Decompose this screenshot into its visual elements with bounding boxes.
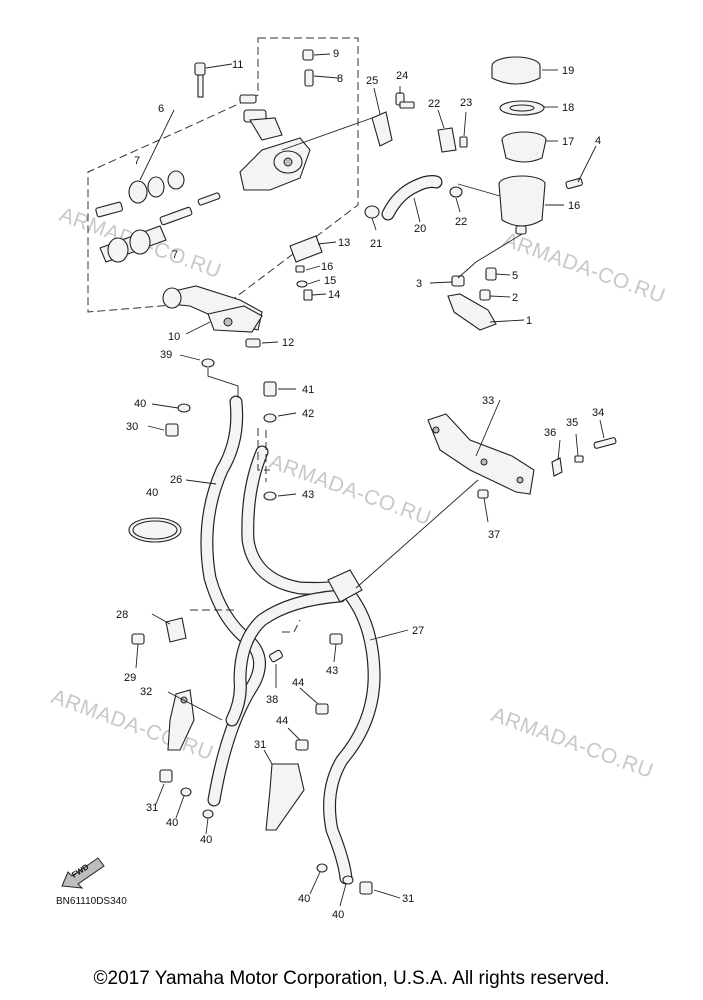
callout-27: 26	[170, 474, 182, 486]
callout-31: 31	[402, 893, 414, 905]
bolt-25	[395, 92, 415, 109]
callout-4: 4	[595, 135, 601, 147]
callout-22: 21	[370, 238, 382, 250]
callout-30: 29	[124, 672, 136, 684]
callout-9: 9	[333, 48, 339, 60]
watermark: ARMADA-CO.RU	[500, 228, 668, 308]
callout-40: 40	[166, 817, 178, 829]
callout-15: 15	[324, 275, 336, 287]
assembly-boundary-dashed	[87, 37, 359, 313]
callout-40: 39	[160, 349, 172, 361]
reservoir-hose-21	[364, 175, 463, 221]
callout-5: 5	[512, 270, 518, 282]
callout-40: 40	[134, 398, 146, 410]
bracket-32	[265, 763, 305, 831]
washer-40	[177, 403, 191, 413]
callout-43: 43	[302, 489, 314, 501]
callout-37: 36	[544, 427, 556, 439]
callout-22: 22	[455, 216, 467, 228]
clamps-44	[295, 633, 343, 751]
leader-lines	[135, 53, 605, 907]
bolt-39	[268, 649, 284, 663]
callout-26: 25	[366, 75, 378, 87]
callout-18: 17	[562, 136, 574, 148]
callout-44: 44	[276, 715, 288, 727]
callout-32: 31	[254, 739, 266, 751]
union-bolt-42-washers-43	[263, 381, 277, 501]
callout-31: 31	[146, 802, 158, 814]
callout-14: 14	[328, 289, 340, 301]
bolt-11	[194, 62, 206, 98]
watermark: ARMADA-CO.RU	[266, 450, 434, 530]
callout-39: 38	[266, 694, 278, 706]
washer-40	[201, 358, 215, 368]
reservoir-assembly	[491, 56, 547, 235]
master-cylinder-body	[239, 94, 311, 191]
clamp-29-bolt-30	[131, 617, 187, 645]
callout-44: 43	[326, 665, 338, 677]
callout-41: 40	[146, 487, 158, 499]
fitting-8-9	[302, 49, 314, 87]
callout-8: 8	[337, 73, 343, 85]
screw-4	[565, 177, 583, 190]
callout-20: 19	[562, 65, 574, 77]
callout-11: 11	[232, 59, 243, 71]
clip-38	[477, 489, 489, 499]
switch-13-16	[289, 235, 323, 301]
bracket-34	[427, 413, 535, 495]
callout-6: 6	[158, 103, 164, 115]
brake-lever-10	[162, 285, 263, 333]
callout-34: 33	[482, 395, 494, 407]
callout-21: 20	[414, 223, 426, 235]
callout-44: 44	[292, 677, 304, 689]
fwd-arrow-icon: FWD	[61, 857, 105, 889]
band-41-inner	[132, 520, 178, 540]
callout-36: 35	[566, 417, 578, 429]
callout-numbers: 19 18 17 16 4 1 2 3 5 6 7 7 8 9 10 11 12…	[116, 48, 604, 921]
drawing-code: BN61110DS340	[56, 896, 127, 907]
reservoir-bracket	[447, 267, 497, 331]
callout-3: 3	[416, 278, 422, 290]
callout-16: 16	[321, 261, 333, 273]
callout-40: 40	[332, 909, 344, 921]
callout-2: 2	[512, 292, 518, 304]
callout-38: 37	[488, 529, 500, 541]
screw-12	[245, 338, 261, 348]
bolt-35-36-37	[551, 437, 617, 477]
piston-kit	[95, 170, 221, 263]
callout-33: 32	[140, 686, 152, 698]
callout-19: 18	[562, 102, 574, 114]
callout-40: 40	[200, 834, 212, 846]
callout-28: 27	[412, 625, 424, 637]
hose-joint	[327, 569, 363, 603]
callout-17: 16	[568, 200, 580, 212]
copyright-notice: ©2017 Yamaha Motor Corporation, U.S.A. A…	[93, 968, 610, 989]
callout-13: 13	[338, 237, 350, 249]
callout-25: 24	[396, 70, 408, 82]
brake-hose-28	[225, 583, 381, 885]
callout-35: 34	[592, 407, 604, 419]
callout-29: 28	[116, 609, 128, 621]
callout-43: 42	[302, 408, 314, 420]
callout-42: 41	[302, 384, 314, 396]
callout-1: 1	[526, 315, 532, 327]
bottom-fittings	[316, 863, 373, 895]
callout-40: 40	[298, 893, 310, 905]
callout-7: 7	[134, 155, 140, 167]
bracket-26	[371, 111, 393, 147]
callout-24: 23	[460, 97, 472, 109]
bracket-33	[159, 689, 214, 819]
union-bolt-31	[165, 423, 179, 437]
callout-12: 12	[282, 337, 294, 349]
callout-10: 10	[168, 331, 180, 343]
clip-23-24	[437, 127, 468, 153]
callout-31: 30	[126, 421, 138, 433]
watermark: ARMADA-CO.RU	[488, 703, 656, 783]
callout-23: 22	[428, 98, 440, 110]
callout-7: 7	[172, 249, 178, 261]
